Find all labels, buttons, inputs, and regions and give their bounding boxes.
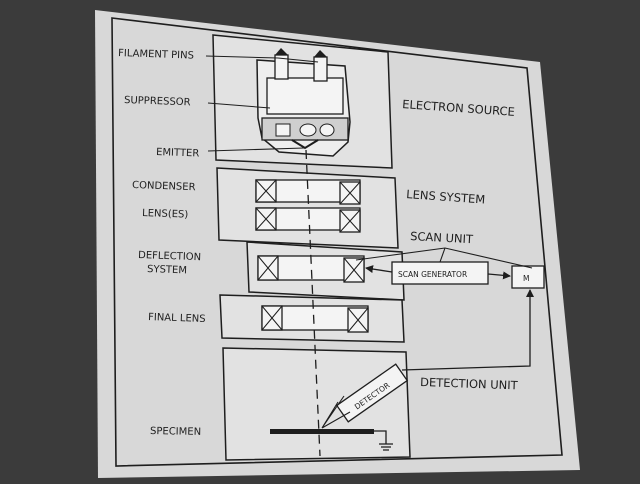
deflection-coil-right <box>343 257 365 283</box>
condenser-coil-left <box>255 179 277 203</box>
title-scan-unit: SCAN UNIT <box>410 229 475 246</box>
filament-pins-leader-2 <box>277 57 319 63</box>
deflection-coil-left <box>257 255 279 281</box>
label-monitor: M <box>523 274 529 283</box>
title-lens-system: LENS SYSTEM <box>406 187 486 206</box>
final-lens-coil-left <box>261 305 283 331</box>
label-filament-pins: FILAMENT PINS <box>118 48 194 62</box>
label-deflection: DEFLECTION <box>138 250 201 263</box>
emitter-slot-left <box>275 123 291 137</box>
specimen-stage <box>270 429 374 434</box>
detector-collection-cone <box>321 395 351 429</box>
suppressor-body <box>266 77 344 115</box>
label-final-lens: FINAL LENS <box>148 312 206 325</box>
second-condenser-coil-left <box>255 207 277 231</box>
detector-body <box>335 363 409 423</box>
filament-pins-leader <box>205 55 279 59</box>
monitor-box <box>511 265 545 289</box>
emitter-tip <box>291 139 319 150</box>
filament-pin-right-tip <box>314 50 327 57</box>
emitter-leader <box>207 147 305 152</box>
label-system: SYSTEM <box>147 264 187 276</box>
emitter-slot-right <box>319 123 335 137</box>
scan-unit-bracket <box>355 247 533 269</box>
label-lenses: LENS(ES) <box>142 208 189 221</box>
ground-symbol <box>374 430 393 451</box>
filament-pin-left-tip <box>275 48 288 55</box>
final-lens-coil-right <box>347 307 369 333</box>
scan-to-deflection-arrow <box>365 265 393 274</box>
label-scan-generator: SCAN GENERATOR <box>398 270 467 279</box>
suppressor-leader <box>207 102 271 109</box>
detector-to-monitor-line <box>401 289 534 371</box>
label-suppressor: SUPPRESSOR <box>124 95 191 108</box>
detection-unit-box <box>222 347 411 461</box>
optical-axis <box>305 149 321 457</box>
emitter-aperture <box>299 123 317 137</box>
title-detection-unit: DETECTION UNIT <box>420 375 519 392</box>
second-condenser-coil-right <box>339 209 361 233</box>
label-condenser: CONDENSER <box>132 180 196 193</box>
condenser-coil-right <box>339 181 361 205</box>
filament-pin-right <box>313 56 328 82</box>
label-specimen: SPECIMEN <box>150 426 201 438</box>
scan-to-monitor-arrow <box>487 271 511 280</box>
label-emitter: EMITTER <box>156 147 200 160</box>
